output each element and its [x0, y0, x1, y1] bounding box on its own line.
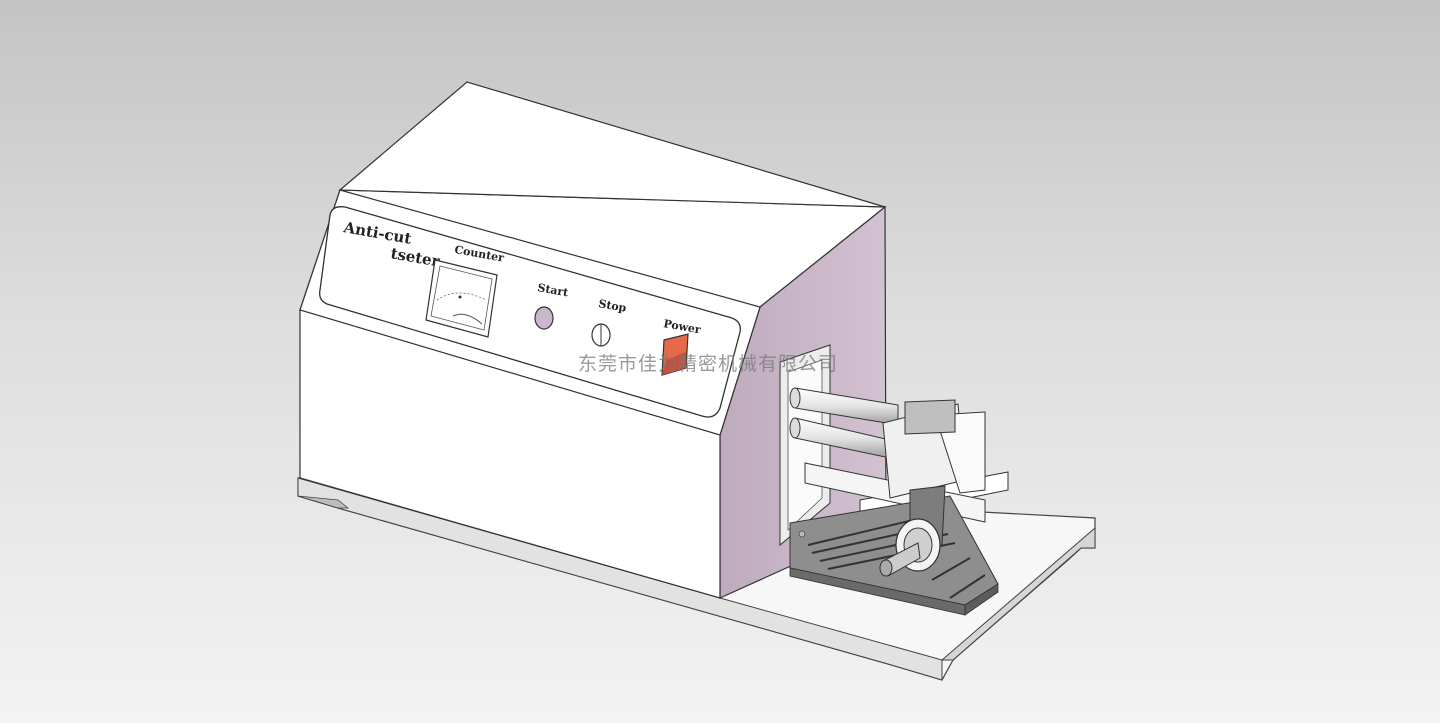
power-switch[interactable] [661, 333, 689, 376]
power-label: Power [662, 317, 701, 336]
control-panel: Anti-cut tseter Counter Start Stop Power [319, 206, 741, 418]
stop-label: Stop [597, 297, 627, 315]
watermark: 东莞市佳为精密机械有限公司 [578, 353, 839, 375]
stop-button[interactable] [591, 323, 611, 347]
cutting-fixture [789, 387, 1009, 616]
start-label: Start [536, 281, 570, 299]
counter-display [425, 259, 498, 338]
start-button[interactable] [534, 306, 554, 330]
